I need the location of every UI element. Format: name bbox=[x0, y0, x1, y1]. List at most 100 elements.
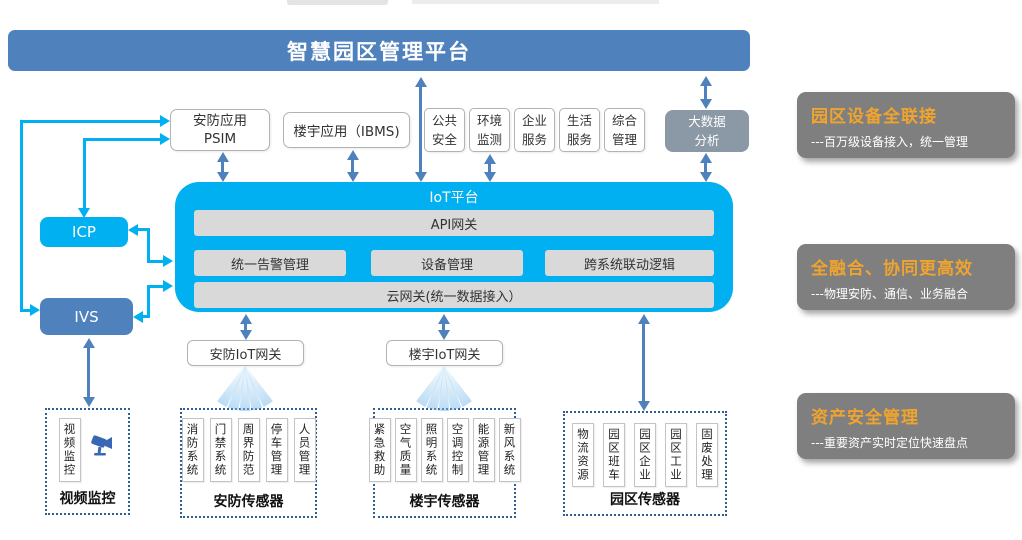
arrow-env-platform bbox=[488, 163, 491, 173]
small-box-line: 环境 bbox=[476, 112, 502, 128]
group-video-surveillance: 视频监控 视频监控 bbox=[45, 408, 130, 515]
sensor-item: 能源管理 bbox=[472, 418, 495, 482]
arrow-bigdata-platform bbox=[704, 162, 707, 173]
arrow-psim-platform bbox=[221, 161, 224, 173]
benefit-title: 园区设备全联接 bbox=[811, 107, 937, 127]
arrowhead-into-psim bbox=[160, 115, 170, 127]
benefit-title: 全融合、协同更高效 bbox=[811, 259, 973, 279]
iot-platform-title: IoT平台 bbox=[429, 190, 479, 206]
box-public-safety: 公共 安全 bbox=[424, 108, 465, 152]
platform-banner: 智慧园区管理平台 bbox=[8, 30, 750, 71]
group-label: 视频监控 bbox=[59, 491, 116, 507]
small-box-line: 监测 bbox=[476, 132, 502, 147]
small-box-line: 生活 bbox=[566, 112, 592, 128]
bar-alarm-management: 统一告警管理 bbox=[194, 250, 346, 276]
top-cutoff-shape bbox=[287, 0, 388, 5]
benefit-card-asset-security: 资产安全管理 ---重要资产实时定位快速盘点 bbox=[797, 393, 1015, 459]
box-bigdata-analysis: 大数据 分析 bbox=[665, 110, 749, 152]
arrow-ibms-platform bbox=[351, 159, 354, 173]
line-ivs-platform bbox=[143, 315, 150, 318]
node-icp: ICP bbox=[40, 217, 128, 247]
sensor-item: 视频监控 bbox=[58, 418, 81, 482]
line-psim-ivs bbox=[20, 120, 23, 311]
arrowhead-into-icp bbox=[128, 224, 138, 236]
box-building-iot-gateway: 楼宇IoT网关 bbox=[386, 340, 503, 366]
small-box-line: 综合 bbox=[611, 112, 637, 128]
small-box-line: 服务 bbox=[521, 132, 547, 147]
group-security-sensors: 消防系统 门禁系统 周界防范 停车管理 人员管理 安防传感器 bbox=[180, 408, 317, 518]
sensor-item: 新风系统 bbox=[498, 418, 521, 482]
benefit-title: 资产安全管理 bbox=[811, 408, 919, 428]
box-environment-monitoring: 环境 监测 bbox=[469, 108, 510, 152]
node-ivs: IVS bbox=[40, 298, 133, 335]
sensor-item: 照明系统 bbox=[420, 418, 443, 482]
benefit-card-device-connection: 园区设备全联接 ---百万级设备接入，统一管理 bbox=[797, 92, 1015, 158]
sensor-item: 园区班车 bbox=[603, 423, 625, 487]
benefit-card-full-integration: 全融合、协同更高效 ---物理安防、通信、业务融合 bbox=[797, 244, 1015, 310]
line-psim-ivs bbox=[20, 120, 160, 123]
sensor-item: 门禁系统 bbox=[209, 418, 232, 482]
arrowhead-into-psim bbox=[160, 133, 170, 145]
arrowhead-into-icp bbox=[78, 208, 90, 218]
sensor-item: 消防系统 bbox=[181, 418, 204, 482]
arrow-platform-security-gateway bbox=[244, 323, 247, 331]
banner-title: 智慧园区管理平台 bbox=[287, 39, 471, 64]
line-ivs-platform bbox=[147, 285, 163, 288]
bar-device-management: 设备管理 bbox=[371, 250, 523, 276]
sensor-item: 人员管理 bbox=[293, 418, 316, 482]
group-building-sensors: 紧急救助 空气质量 照明系统 空调控制 能源管理 新风系统 楼宇传感器 bbox=[368, 408, 521, 518]
bar-api-gateway: API网关 bbox=[194, 210, 714, 236]
benefit-desc: ---物理安防、通信、业务融合 bbox=[811, 287, 968, 301]
line-psim-ivs bbox=[20, 309, 30, 312]
sensor-item: 空气质量 bbox=[394, 418, 417, 482]
arrow-platform-building-gateway bbox=[442, 323, 445, 331]
arrow-ivs-video-surveillance bbox=[87, 347, 90, 398]
sensor-item: 物流资源 bbox=[572, 423, 594, 487]
camera-icon bbox=[90, 435, 112, 456]
sensor-item: 固废处理 bbox=[696, 423, 718, 487]
bar-cloud-gateway: 云网关(统一数据接入） bbox=[194, 282, 714, 308]
bigdata-line: 分析 bbox=[694, 133, 720, 148]
arrow-platform-park-sensors bbox=[642, 323, 645, 402]
sensor-item: 停车管理 bbox=[265, 418, 288, 482]
sensor-item: 空调控制 bbox=[446, 418, 469, 482]
top-cutoff-shape bbox=[412, 0, 659, 4]
bigdata-line: 大数据 bbox=[688, 113, 726, 129]
line-icp-platform bbox=[147, 260, 163, 263]
arrow-banner-platform bbox=[419, 86, 422, 173]
arrowhead-into-platform bbox=[163, 255, 173, 267]
psim-line1: 安防应用 bbox=[193, 112, 247, 129]
small-box-line: 管理 bbox=[611, 132, 637, 147]
group-park-sensors: 物流资源 园区班车 园区企业 园区工业 固废处理 园区传感器 bbox=[563, 411, 727, 516]
arrowhead-into-ivs bbox=[133, 311, 143, 323]
bar-cross-system-linkage: 跨系统联动逻辑 bbox=[545, 250, 714, 276]
ibms-label: 楼宇应用（IBMS) bbox=[293, 124, 400, 140]
arrow-banner-bigdata bbox=[704, 85, 707, 100]
psim-line2: PSIM bbox=[203, 131, 237, 147]
sensor-item: 园区企业 bbox=[634, 423, 656, 487]
sensor-item: 园区工业 bbox=[665, 423, 687, 487]
group-label: 安防传感器 bbox=[213, 494, 284, 510]
small-box-line: 企业 bbox=[521, 112, 547, 128]
small-box-line: 服务 bbox=[566, 132, 592, 147]
arrowhead-into-platform bbox=[163, 280, 173, 292]
benefit-desc: ---重要资产实时定位快速盘点 bbox=[811, 436, 968, 450]
line-psim-icp bbox=[83, 138, 160, 141]
line-icp-platform bbox=[147, 228, 150, 263]
box-security-iot-gateway: 安防IoT网关 bbox=[187, 340, 304, 366]
box-enterprise-services: 企业 服务 bbox=[514, 108, 555, 152]
line-psim-icp bbox=[83, 138, 86, 208]
box-security-app-psim: 安防应用 PSIM bbox=[170, 109, 270, 151]
box-living-services: 生活 服务 bbox=[559, 108, 600, 152]
arrowhead-into-ivs bbox=[30, 304, 40, 316]
group-label: 园区传感器 bbox=[610, 492, 680, 508]
sensor-item: 周界防范 bbox=[237, 418, 260, 482]
small-box-line: 公共 bbox=[431, 112, 457, 128]
box-integrated-management: 综合 管理 bbox=[604, 108, 645, 152]
small-box-line: 安全 bbox=[431, 132, 457, 147]
sensor-item: 紧急救助 bbox=[368, 418, 391, 482]
group-label: 楼宇传感器 bbox=[409, 494, 480, 510]
benefit-desc: ---百万级设备接入，统一管理 bbox=[811, 135, 968, 149]
box-building-app-ibms: 楼宇应用（IBMS) bbox=[283, 112, 410, 148]
